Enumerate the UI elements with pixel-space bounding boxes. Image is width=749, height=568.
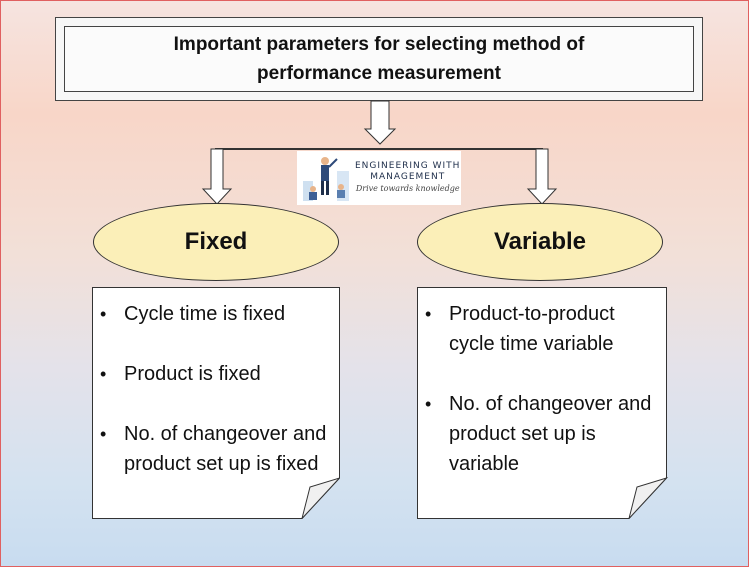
title-box: Important parameters for selecting metho… — [55, 17, 703, 101]
logo-line2: MANAGEMENT — [370, 172, 446, 182]
variable-category-label: Variable — [493, 228, 587, 255]
diagram-title: Important parameters for selecting metho… — [173, 34, 585, 84]
fixed-points-list: Cycle time is fixed Product is fixed No.… — [92, 299, 340, 509]
logo-text: ENGINEERING WITH MANAGEMENT Drive toward… — [355, 161, 460, 195]
fixed-points-card: Cycle time is fixed Product is fixed No.… — [92, 287, 340, 519]
engineers-illustration-icon — [297, 151, 355, 205]
list-item: No. of changeover and product set up is … — [425, 389, 665, 479]
fixed-category-label: Fixed — [184, 228, 248, 255]
fixed-category-ellipse: Fixed — [93, 203, 339, 281]
logo-line1: ENGINEERING WITH — [355, 161, 461, 171]
list-item: Product-to-product cycle time variable — [425, 299, 665, 359]
logo-tagline: Drive towards knowledge — [355, 184, 460, 193]
left-down-arrow — [201, 148, 233, 205]
list-item: Product is fixed — [100, 359, 340, 389]
variable-category-ellipse: Variable — [417, 203, 663, 281]
logo-watermark: ENGINEERING WITH MANAGEMENT Drive toward… — [297, 151, 461, 205]
title-inner-frame: Important parameters for selecting metho… — [64, 26, 694, 92]
list-item: No. of changeover and product set up is … — [100, 419, 340, 479]
variable-points-list: Product-to-product cycle time variable N… — [417, 299, 665, 509]
top-down-arrow — [363, 100, 397, 145]
list-item: Cycle time is fixed — [100, 299, 340, 329]
right-down-arrow — [526, 148, 558, 205]
variable-points-card: Product-to-product cycle time variable N… — [417, 287, 668, 519]
